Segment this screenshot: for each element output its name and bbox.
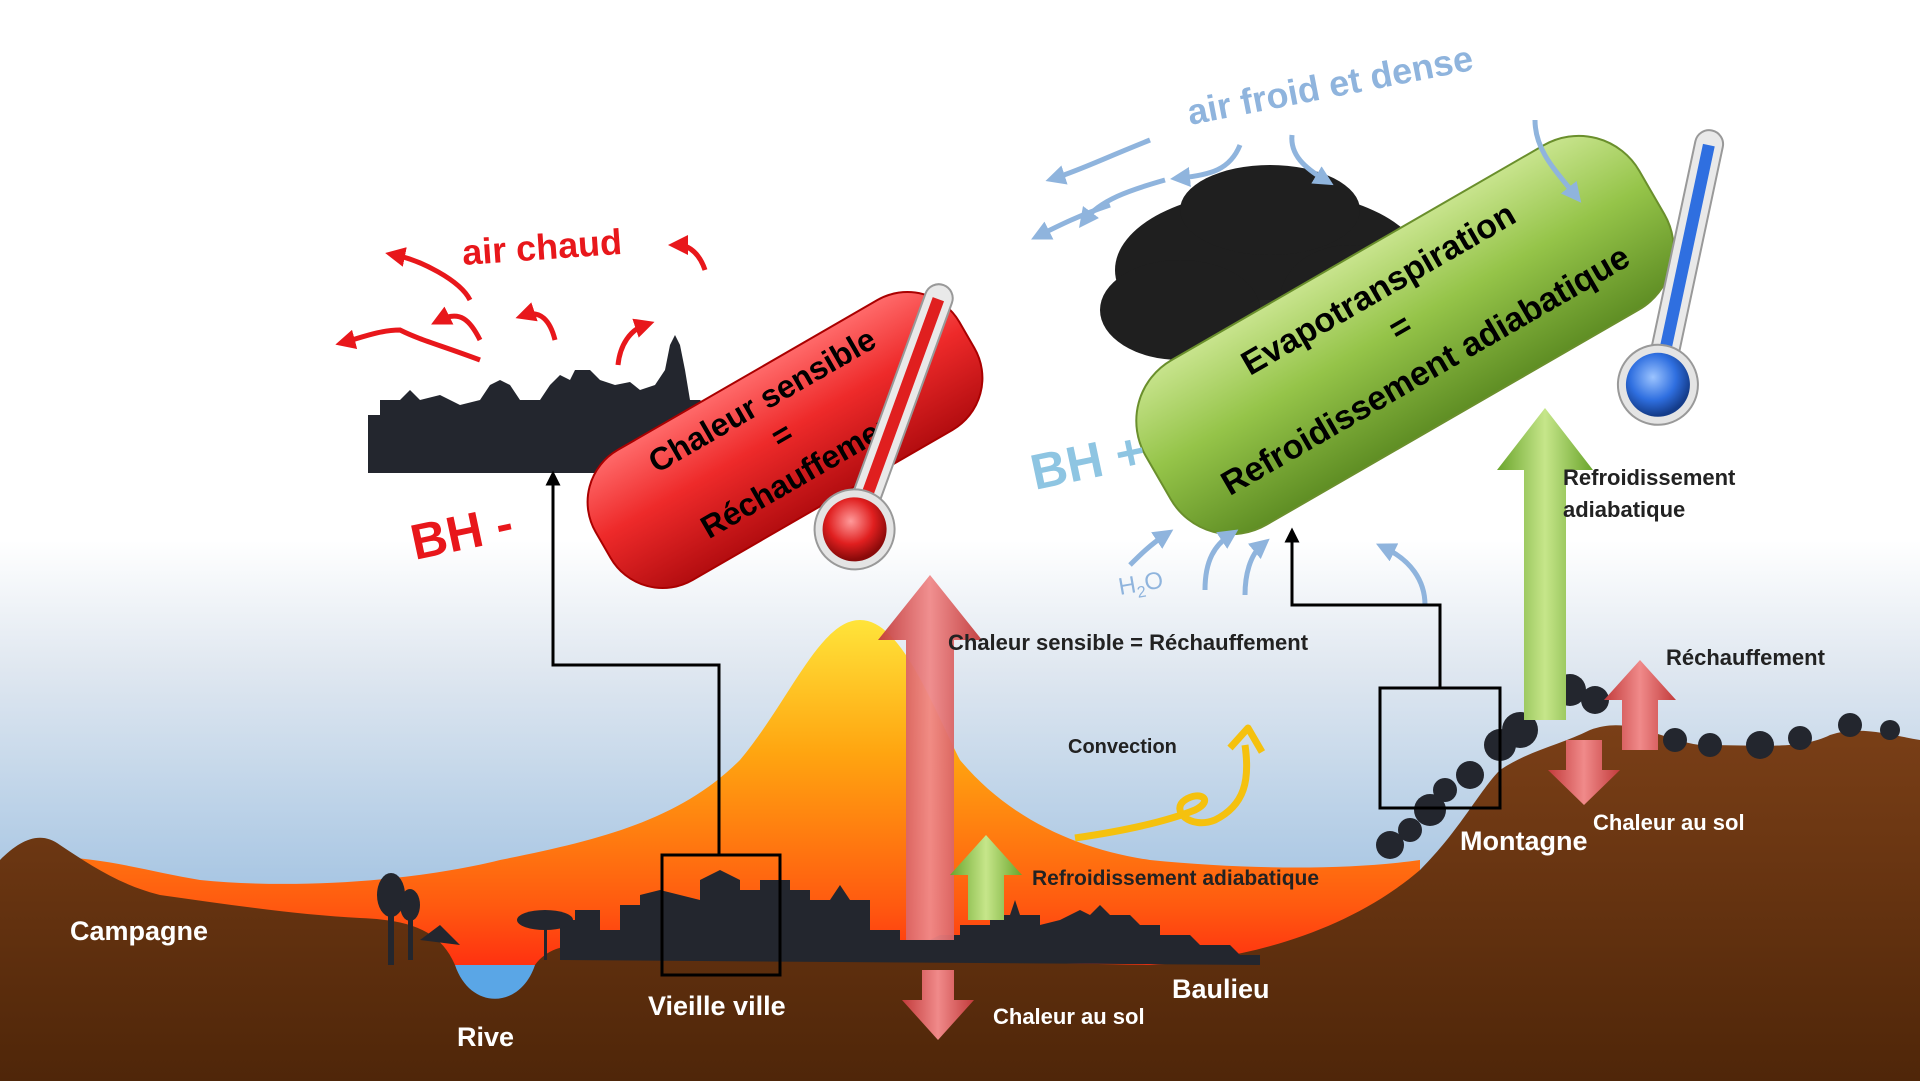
label-chaleur-au-sol-bottom: Chaleur au sol bbox=[993, 1004, 1145, 1029]
convection-arrow-icon bbox=[1074, 724, 1266, 842]
arrow-ground-heat-down bbox=[902, 970, 974, 1040]
label-refroidissement-line2: adiabatique bbox=[1563, 497, 1685, 522]
arrow-mountain-ground-down bbox=[1548, 740, 1620, 805]
arrow-mountain-warming-up bbox=[1604, 660, 1676, 750]
label-chaleur-sensible-rechauffement: Chaleur sensible = Réchauffement bbox=[948, 630, 1309, 655]
label-convection: Convection bbox=[1068, 736, 1177, 758]
label-rechauffement: Réchauffement bbox=[1666, 645, 1826, 670]
label-montagne: Montagne bbox=[1460, 826, 1588, 856]
chaleur-sensible-pill: Chaleur sensible = Réchauffement bbox=[586, 291, 984, 589]
connector-mountain bbox=[1284, 527, 1502, 810]
cold-air-arrows bbox=[1031, 119, 1582, 240]
label-h2o: H2O bbox=[1116, 567, 1166, 605]
city-silhouette-ground bbox=[560, 870, 1260, 965]
arrow-heat-up bbox=[878, 575, 982, 940]
thermometer-hot-icon bbox=[813, 283, 954, 571]
h2o-o: O bbox=[1142, 567, 1165, 597]
label-refroidissement-line1: Refroidissement bbox=[1563, 465, 1736, 490]
thermometer-cold-icon bbox=[1616, 129, 1725, 426]
ground-terrain bbox=[0, 725, 1920, 1081]
label-rive: Rive bbox=[457, 1022, 514, 1052]
label-vieille-ville: Vieille ville bbox=[648, 991, 786, 1021]
h2o-sub: 2 bbox=[1136, 584, 1148, 602]
label-baulieu: Baulieu bbox=[1172, 974, 1270, 1004]
label-refroidissement-adiabatique: Refroidissement adiabatique bbox=[1032, 867, 1319, 890]
arrow-mountain-cooling-up bbox=[1497, 408, 1593, 720]
connector-old-town bbox=[545, 470, 782, 977]
label-campagne: Campagne bbox=[70, 916, 208, 946]
h2o-arrows bbox=[1128, 529, 1428, 606]
ground-trees-left bbox=[377, 873, 573, 965]
h2o-h: H bbox=[1116, 571, 1138, 601]
hot-air-arrows bbox=[335, 235, 708, 366]
label-chaleur-au-sol-right: Chaleur au sol bbox=[1593, 810, 1745, 835]
arrow-cooling-up bbox=[950, 835, 1022, 920]
